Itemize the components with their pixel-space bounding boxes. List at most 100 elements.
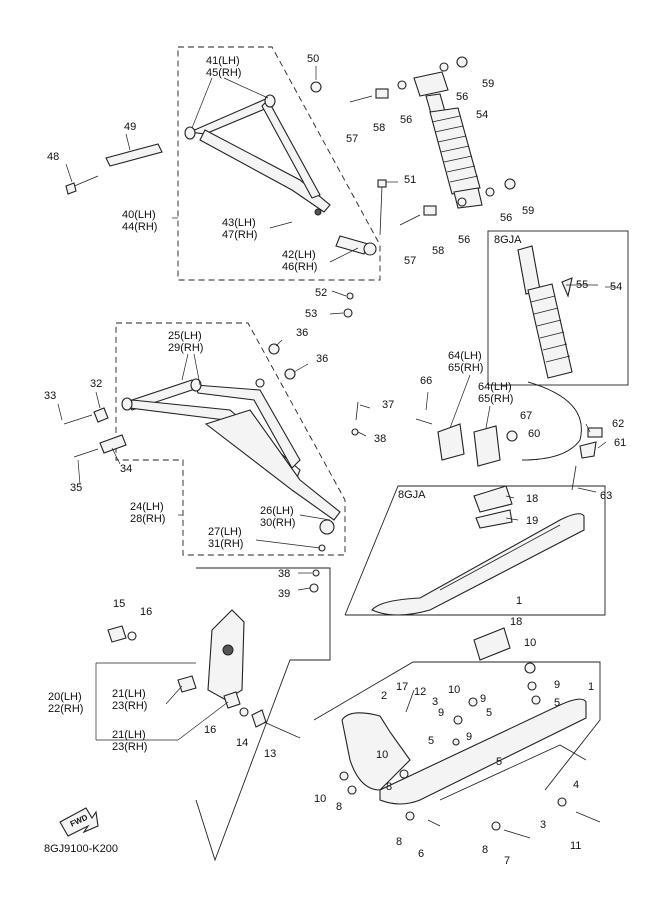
label-8c: 8 xyxy=(396,836,402,848)
collar-49 xyxy=(105,143,163,167)
label-8b: 8 xyxy=(336,801,342,813)
label-18a: 18 xyxy=(526,493,538,505)
label-18b: 18 xyxy=(510,616,522,628)
label-6: 6 xyxy=(418,848,424,860)
label-55: 55 xyxy=(576,279,588,291)
leader-lines xyxy=(57,66,615,741)
spindle-hardware xyxy=(107,625,301,739)
label-10d: 10 xyxy=(314,793,326,805)
label-10c: 10 xyxy=(376,749,388,761)
label-9b: 9 xyxy=(480,693,486,705)
cap-50 xyxy=(310,81,322,93)
lower-arm-group-frame xyxy=(115,322,346,556)
label-13: 13 xyxy=(264,748,276,760)
label-2: 2 xyxy=(381,690,387,702)
part-labels: 41(LH) 45(RH) 50 49 48 40(LH) 44(RH) 43(… xyxy=(44,53,626,867)
bolt-51 xyxy=(377,179,387,236)
shock-8gja-frame xyxy=(487,230,629,386)
label-47rh: 47(RH) xyxy=(222,229,257,241)
label-12: 12 xyxy=(414,686,426,698)
label-52: 52 xyxy=(315,287,327,299)
label-3b: 3 xyxy=(540,819,546,831)
spindle-frame xyxy=(195,567,331,862)
label-5b: 5 xyxy=(554,697,560,709)
label-30rh: 30(RH) xyxy=(260,517,295,529)
ski-8gja xyxy=(371,485,585,616)
label-16b: 16 xyxy=(204,724,216,736)
stabilizer-bar-60 xyxy=(521,381,582,461)
label-39: 39 xyxy=(278,588,290,600)
label-29rh: 29(RH) xyxy=(168,342,203,354)
bolt-48 xyxy=(65,175,99,195)
label-14: 14 xyxy=(236,737,248,749)
label-4: 4 xyxy=(573,779,579,791)
label-48: 48 xyxy=(47,151,59,163)
label-7: 7 xyxy=(504,855,510,867)
upper-a-arm xyxy=(184,94,331,216)
label-10b: 10 xyxy=(448,684,460,696)
lower-arm-hardware xyxy=(63,343,359,593)
stabilizer-brackets xyxy=(415,418,603,491)
label-59a: 59 xyxy=(482,78,494,90)
shock-absorber-8gja xyxy=(517,245,573,379)
label-54a: 54 xyxy=(476,109,488,121)
label-64lh-a: 64(LH) xyxy=(448,350,482,362)
label-8d: 8 xyxy=(482,844,488,856)
label-22rh: 22(RH) xyxy=(48,703,83,715)
label-17: 17 xyxy=(396,681,408,693)
label-61: 61 xyxy=(614,437,626,449)
label-20lh: 20(LH) xyxy=(48,691,82,703)
label-43lh: 43(LH) xyxy=(222,217,256,229)
label-60: 60 xyxy=(528,428,540,440)
spindle-20 xyxy=(207,609,245,701)
label-53: 53 xyxy=(305,308,317,320)
label-56d: 56 xyxy=(458,234,470,246)
label-32: 32 xyxy=(90,378,102,390)
label-16a: 16 xyxy=(140,606,152,618)
label-63: 63 xyxy=(600,490,612,502)
label-65rh-b: 65(RH) xyxy=(478,393,513,405)
label-5d: 5 xyxy=(496,756,502,768)
label-62: 62 xyxy=(612,418,624,430)
label-34: 34 xyxy=(120,463,132,475)
label-59b: 59 xyxy=(522,205,534,217)
nut-53 xyxy=(343,308,353,318)
label-36b: 36 xyxy=(316,353,328,365)
label-15: 15 xyxy=(113,598,125,610)
label-21lh-a: 21(LH) xyxy=(112,688,146,700)
label-57b: 57 xyxy=(404,255,416,267)
washer-52 xyxy=(346,292,354,300)
label-56c: 56 xyxy=(500,212,512,224)
label-36a: 36 xyxy=(296,327,308,339)
cap-55 xyxy=(561,277,573,298)
label-1b: 1 xyxy=(588,681,594,693)
label-28rh: 28(RH) xyxy=(130,513,165,525)
upper-arm-group-frame xyxy=(177,46,381,281)
label-50: 50 xyxy=(307,53,319,65)
label-9c: 9 xyxy=(554,679,560,691)
label-35: 35 xyxy=(70,482,82,494)
label-9a: 9 xyxy=(438,707,444,719)
label-41lh: 41(LH) xyxy=(206,55,240,67)
label-56a: 56 xyxy=(456,91,468,103)
ski-frame xyxy=(313,661,601,791)
label-23rh-a: 23(RH) xyxy=(112,700,147,712)
label-19: 19 xyxy=(526,515,538,527)
label-21lh-b: 21(LH) xyxy=(112,729,146,741)
label-45rh: 45(RH) xyxy=(206,67,241,79)
label-40lh: 40(LH) xyxy=(122,209,156,221)
label-58a: 58 xyxy=(373,122,385,134)
label-49: 49 xyxy=(124,121,136,133)
label-66: 66 xyxy=(420,375,432,387)
label-57a: 57 xyxy=(346,133,358,145)
label-9d: 9 xyxy=(466,731,472,743)
label-67: 67 xyxy=(520,410,532,422)
label-5a: 5 xyxy=(486,707,492,719)
label-8a: 8 xyxy=(386,781,392,793)
label-5c: 5 xyxy=(428,735,434,747)
label-44rh: 44(RH) xyxy=(122,221,157,233)
label-56b: 56 xyxy=(400,114,412,126)
label-23rh-b: 23(RH) xyxy=(112,741,147,753)
ski-1 xyxy=(341,627,601,839)
